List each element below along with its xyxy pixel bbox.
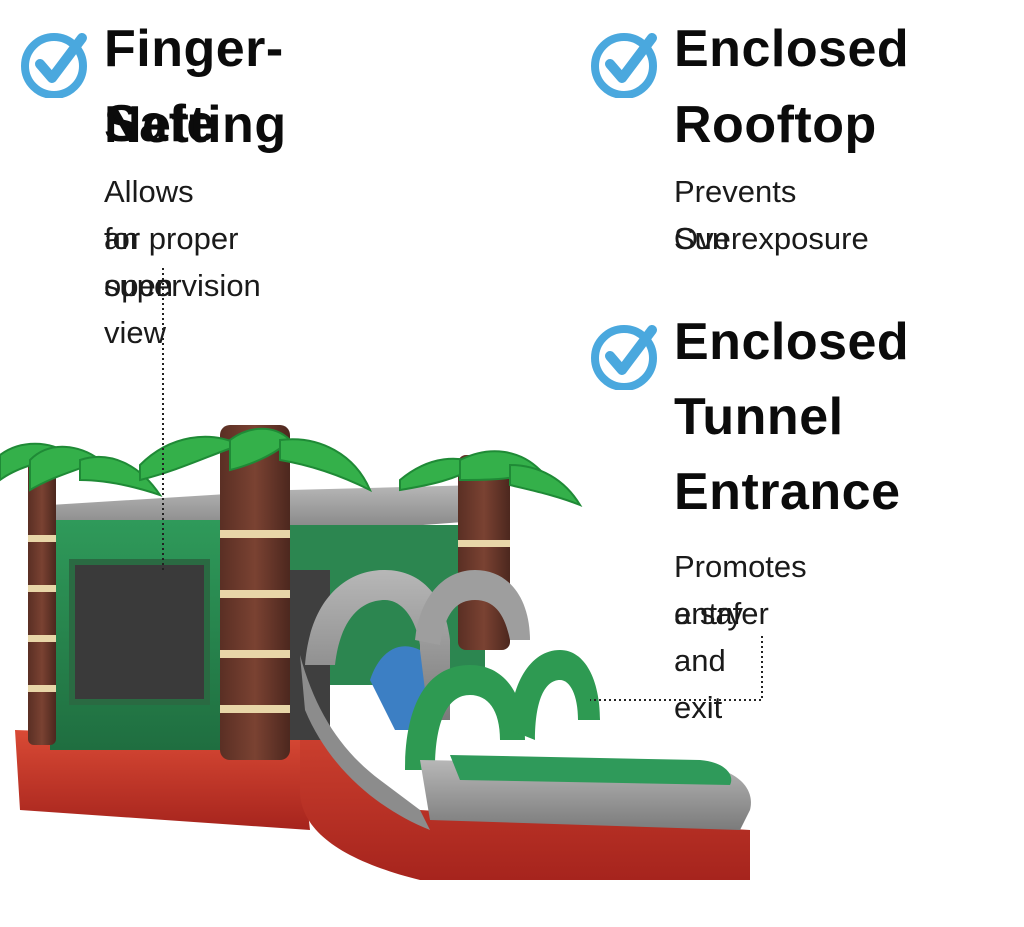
feature-description: Overexposure — [674, 221, 869, 256]
leader-line-netting — [162, 268, 164, 573]
feature-title: Rooftop — [674, 96, 877, 154]
feature-title: Finger-Safe — [104, 20, 284, 153]
feature-title: Netting — [104, 96, 287, 154]
checkmark-circle-icon — [21, 33, 87, 98]
bounce-house-illustration — [0, 425, 751, 880]
feature-title: Tunnel — [674, 388, 844, 446]
feature-description: entry and exit — [674, 596, 743, 725]
feature-description: Prevents Sun — [674, 174, 797, 256]
feature-description: Allows an open view — [104, 174, 194, 350]
leader-line-tunnel — [590, 636, 763, 701]
checkmark-circle-icon — [591, 325, 657, 390]
checkmark-circle-icon — [591, 33, 657, 98]
feature-description: for proper supervision — [104, 221, 261, 303]
feature-title: Entrance — [674, 463, 901, 521]
feature-description: Promotes a safer — [674, 549, 807, 631]
feature-title: Enclosed — [674, 20, 910, 78]
feature-title: Enclosed — [674, 313, 910, 371]
